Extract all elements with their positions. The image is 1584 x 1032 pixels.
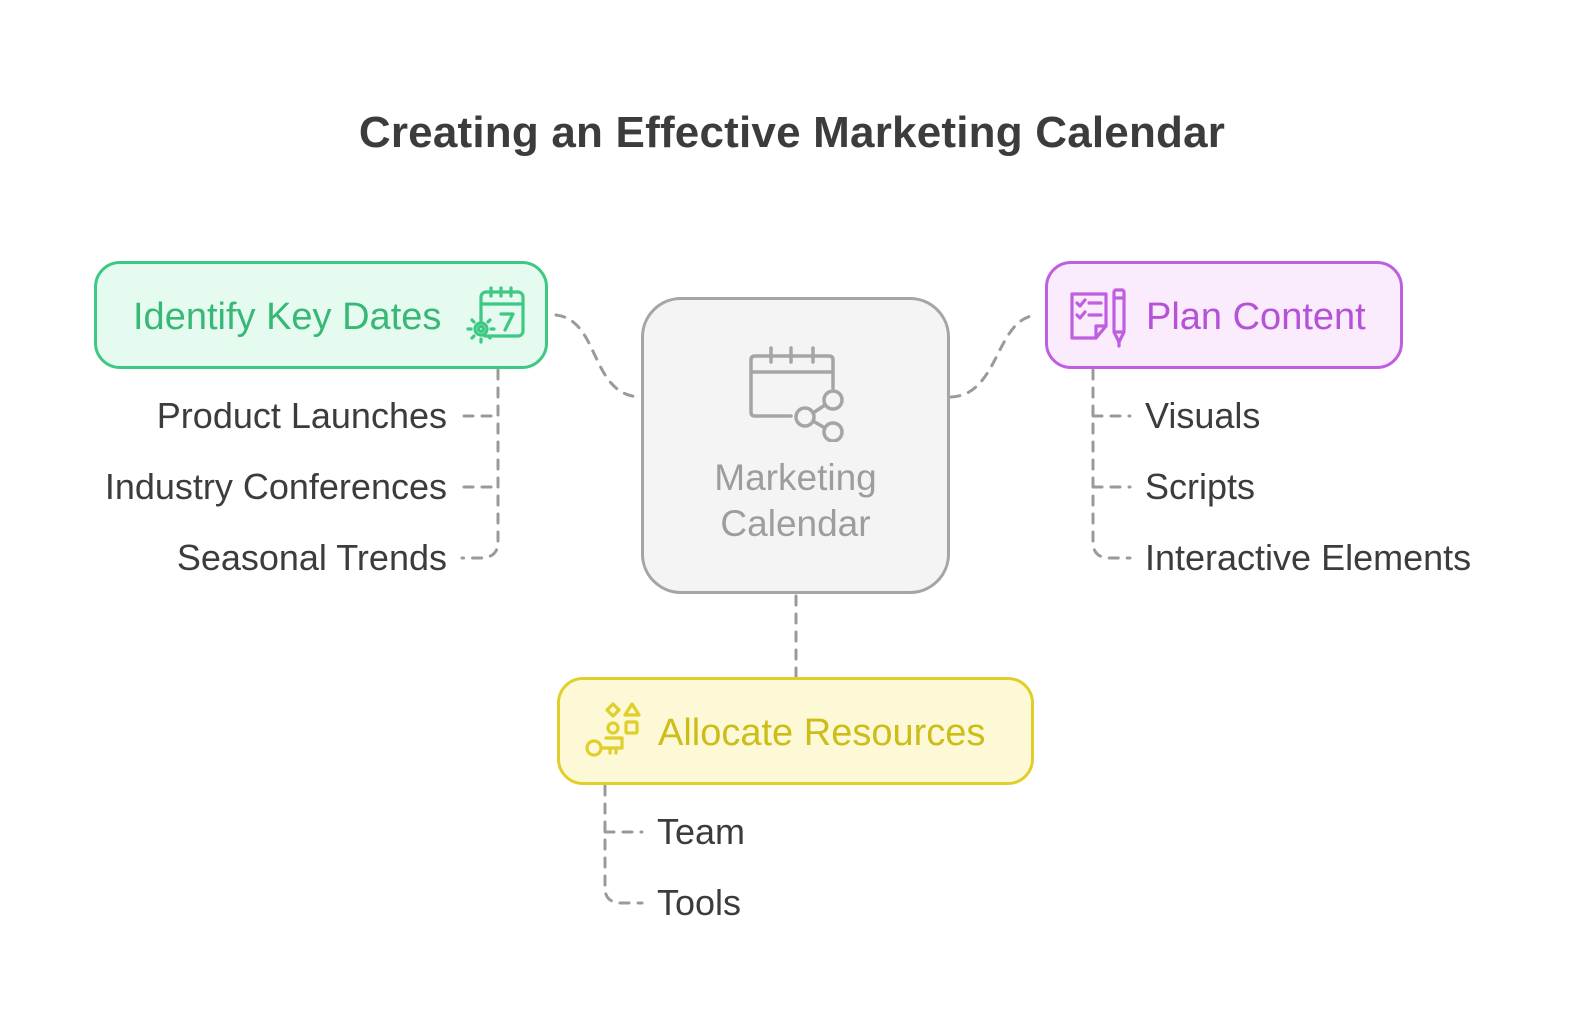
list-item-interactive-elements: Interactive Elements	[1145, 537, 1472, 578]
list-item-scripts: Scripts	[1145, 466, 1256, 507]
key-dates-label: Identify Key Dates	[133, 296, 442, 338]
list-item-team: Team	[657, 811, 746, 852]
spine-plan-content	[1091, 368, 1132, 560]
connector-key-dates	[554, 313, 642, 399]
connector-plan-content	[949, 313, 1039, 399]
plan-content-label: Plan Content	[1146, 296, 1366, 338]
list-item-tools: Tools	[657, 882, 742, 923]
list-item-industry-conferences: Industry Conferences	[104, 466, 447, 507]
marketing-calendar-box[interactable]: Marketing Calendar	[641, 297, 950, 594]
allocate-resources-box[interactable]: Allocate Resources	[557, 677, 1034, 785]
diagram-title: Creating an Effective Marketing Calendar	[358, 108, 1226, 157]
list-item-product-launches: Product Launches	[156, 395, 447, 436]
marketing-calendar-label: Marketing Calendar	[714, 457, 877, 544]
list-item-visuals: Visuals	[1145, 395, 1261, 436]
spine-key-dates	[460, 368, 500, 560]
key-dates-box[interactable]: Identify Key Dates	[94, 261, 548, 369]
checklist-pen-icon	[1070, 288, 1126, 348]
spine-allocate-resources	[603, 784, 644, 905]
calendar-gear-icon	[466, 286, 525, 344]
calendar-share-icon	[749, 346, 844, 442]
list-item-seasonal-trends: Seasonal Trends	[176, 537, 447, 578]
allocate-resources-label: Allocate Resources	[658, 712, 986, 754]
plan-content-box[interactable]: Plan Content	[1045, 261, 1403, 369]
resources-key-shapes-icon	[585, 702, 641, 757]
